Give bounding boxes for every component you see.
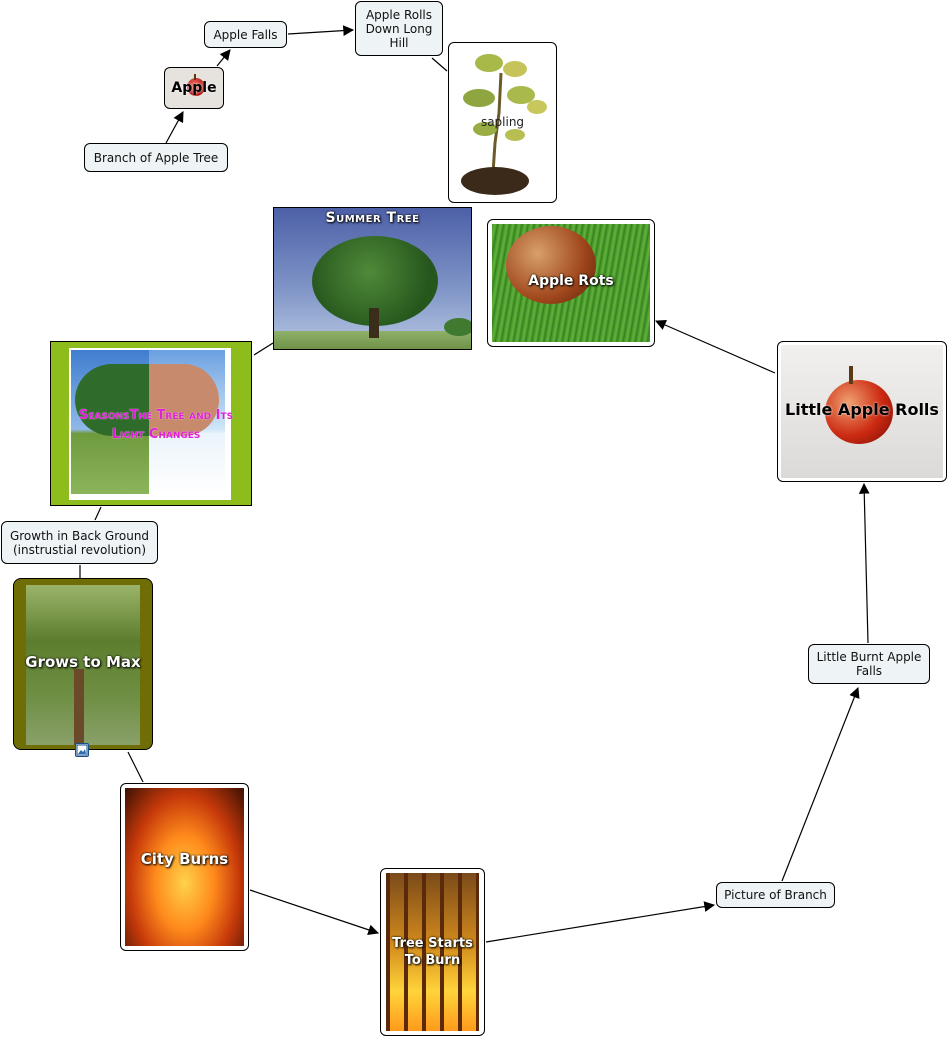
node-picture-of-branch[interactable]: Picture of Branch [716,882,835,908]
node-branch-of-apple-tree[interactable]: Branch of Apple Tree [84,143,228,172]
node-label: Growth in Back Ground (instrustial revol… [9,528,150,557]
link-city-treeburn [249,889,380,936]
node-little-apple-rolls[interactable]: Little Apple Rolls [777,341,947,482]
sapling-image [461,54,547,195]
rotten-apple-image [506,226,596,304]
node-summer-tree[interactable]: Summer Tree [273,207,472,350]
link-falls-rolls [287,25,355,36]
burning-forest-image [386,873,479,1031]
link-branchpic-burnt [781,686,860,882]
link-grows-city [127,751,144,783]
fire-image [125,788,244,946]
node-label: Little Apple Rolls [785,400,939,419]
node-sapling[interactable]: sapling [448,42,557,203]
node-label: Summer Tree [325,210,420,226]
node-label: Picture of Branch [724,888,827,902]
node-city-burns[interactable]: City Burns [120,783,249,951]
apple-image [825,380,893,444]
node-label: Little Burnt Apple Falls [816,650,922,678]
link-burnt-little [858,482,870,644]
node-label: Apple Falls [213,27,278,42]
apple-icon [187,78,205,96]
node-label: City Burns [140,850,229,868]
node-label: Tree Starts To Burn [392,936,473,968]
node-little-burnt-apple-falls[interactable]: Little Burnt Apple Falls [808,644,930,684]
node-grows-to-max[interactable]: Grows to Max [13,578,153,750]
link-seasons-summer [253,342,274,356]
node-apple-falls[interactable]: Apple Falls [204,21,287,48]
node-tree-starts-to-burn[interactable]: Tree Starts To Burn [380,868,485,1036]
link-apple-falls [216,49,231,67]
link-seasons-growth [94,506,102,521]
node-apple[interactable]: Apple [164,67,224,109]
node-label: Apple [171,80,217,96]
tree-image [75,364,149,436]
node-growth-back-ground[interactable]: Growth in Back Ground (instrustial revol… [1,521,158,564]
node-seasons[interactable]: SeasonsThe Tree and Its Light Changes [50,341,252,506]
link-treeburn-branchpic [485,901,716,943]
node-apple-rots[interactable]: Apple Rots [487,219,655,347]
node-label: sapling [480,115,525,129]
image-resource-icon[interactable] [75,743,89,757]
node-label: SeasonsThe Tree and Its Light Changes [78,408,234,442]
node-label: Grows to Max [25,653,141,671]
link-little-rots [655,319,776,374]
node-label: Apple Rolls Down Long Hill [365,7,433,50]
link-rolls-sapling [431,57,448,72]
node-label: Apple Rots [528,273,614,289]
node-label: Branch of Apple Tree [93,150,219,165]
link-branch-apple [165,111,184,144]
node-apple-rolls-down[interactable]: Apple Rolls Down Long Hill [355,1,443,56]
